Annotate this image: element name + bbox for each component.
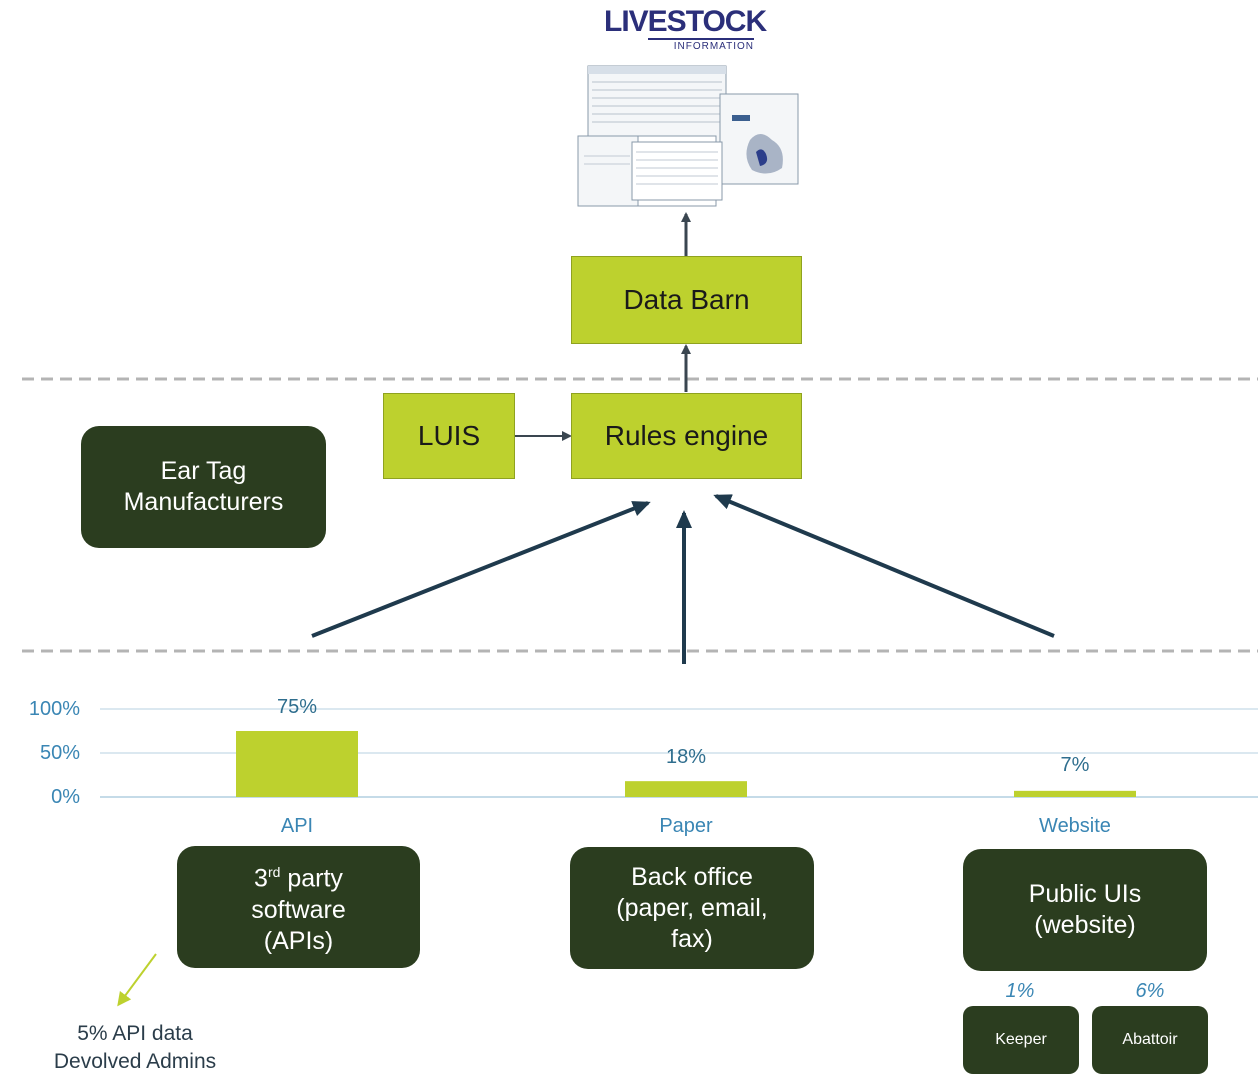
abattoir-label: Abattoir [1122, 1031, 1178, 1048]
rules-engine-label: Rules engine [604, 420, 769, 451]
logo-line2: INFORMATION [648, 38, 754, 52]
xlabel-website: Website [1039, 815, 1111, 837]
ytick-100: 100% [28, 698, 80, 720]
arrow-website-to-rules [713, 494, 1055, 638]
abattoir-share: 6% [1135, 980, 1165, 1002]
luis-box: LUIS [383, 393, 515, 479]
api-note-line1: 5% API data [77, 1022, 193, 1045]
bar-paper [625, 781, 747, 797]
back-office-box: Back office (paper, email, fax) [570, 847, 814, 969]
ytick-0: 0% [51, 786, 80, 808]
bar-label-website: 7% [1060, 754, 1090, 776]
xlabel-api: API [280, 815, 314, 837]
public-uis-label: Public UIs (website) [1028, 880, 1142, 939]
logo-line1: LIVESTOCK [604, 5, 767, 38]
devolved-admins-note: 5% API data Devolved Admins [10, 1020, 260, 1076]
data-barn-label: Data Barn [623, 284, 750, 315]
arrow-api-to-rules [311, 501, 651, 638]
keeper-box: Keeper [963, 1006, 1079, 1074]
third-party-superscript: rd [267, 864, 281, 881]
public-uis-box: Public UIs (website) [963, 849, 1207, 971]
ear-tag-manufacturers-box: Ear Tag Manufacturers [81, 426, 326, 548]
ytick-50: 50% [39, 742, 80, 764]
api-note-line2: Devolved Admins [53, 1050, 217, 1073]
screenshots-collage-image [577, 65, 799, 207]
third-party-software-box: 3rd party software (APIs) [177, 846, 420, 968]
xlabel-paper: Paper [659, 815, 713, 837]
abattoir-box: Abattoir [1092, 1006, 1208, 1074]
bar-label-api: 75% [276, 696, 318, 718]
keeper-label: Keeper [995, 1031, 1047, 1048]
third-party-label: party software (APIs) [251, 864, 346, 955]
third-party-prefix: 3 [254, 864, 268, 893]
rules-engine-box: Rules engine [571, 393, 802, 479]
luis-label: LUIS [417, 420, 481, 451]
bar-website [1014, 790, 1136, 797]
data-barn-box: Data Barn [571, 256, 802, 344]
back-office-label: Back office (paper, email, fax) [616, 862, 768, 953]
bar-label-paper: 18% [665, 746, 707, 768]
ear-tag-label: Ear Tag Manufacturers [123, 457, 284, 516]
arrow-api-to-devolved [117, 953, 157, 1007]
bar-api [236, 731, 358, 797]
keeper-share: 1% [1005, 980, 1035, 1002]
livestock-information-logo: LIVESTOCK INFORMATION [604, 5, 767, 53]
